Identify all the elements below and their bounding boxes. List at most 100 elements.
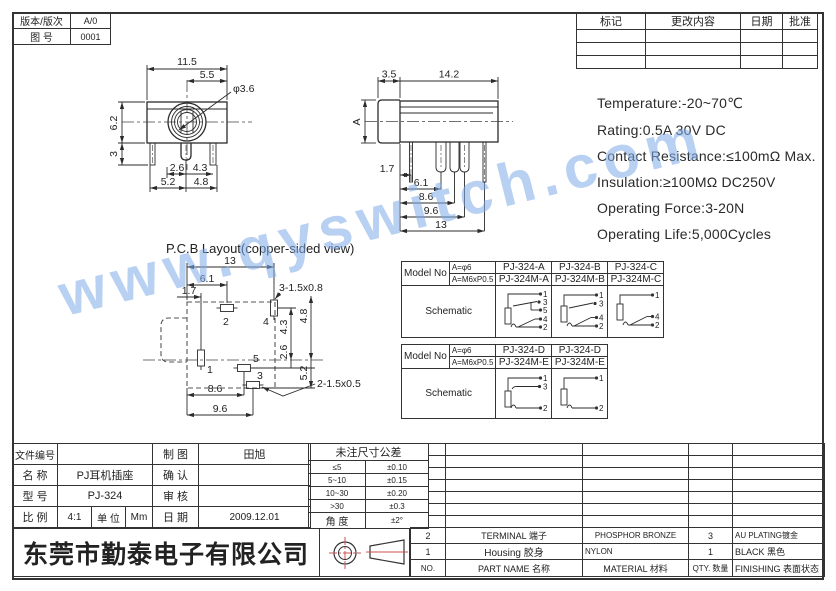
pin-number: 2 bbox=[543, 404, 548, 413]
drawing-no-label: 图 号 bbox=[12, 28, 71, 45]
company-cell: 东莞市勤泰电子有限公司 bbox=[12, 528, 320, 577]
part-qty: 1 bbox=[688, 543, 733, 560]
dim-label: 6.2 bbox=[108, 116, 120, 131]
dim-label: 1.7 bbox=[182, 285, 197, 297]
pad-number: 3 bbox=[257, 370, 263, 382]
part-no: 2 bbox=[410, 527, 446, 544]
schematic-label: Schematic bbox=[400, 285, 497, 338]
rev-cell bbox=[782, 55, 818, 69]
model-name: PJ-324M-E bbox=[551, 356, 609, 369]
rev-cell bbox=[740, 55, 783, 69]
rev-cell bbox=[782, 42, 818, 56]
tolerance-range: 角 度 bbox=[308, 512, 366, 529]
tolerance-table: 未注尺寸公差 ≤5 ±0.10 5~10 ±0.15 10~30 ±0.20 >… bbox=[308, 443, 429, 529]
part-finishing: BLACK 黑色 bbox=[732, 543, 825, 560]
empty-cell bbox=[428, 443, 446, 456]
model-name: PJ-324M-E bbox=[495, 356, 553, 369]
dim-label: 4.8 bbox=[194, 176, 209, 188]
company-name: 东莞市勤泰电子有限公司 bbox=[22, 540, 309, 569]
dim-label: 3 bbox=[108, 151, 120, 157]
schematic-label: Schematic bbox=[400, 368, 497, 419]
dim-label: 6.1 bbox=[414, 177, 429, 189]
empty-cell bbox=[428, 479, 446, 492]
empty-cell bbox=[582, 467, 689, 480]
tolerance-value: ±0.10 bbox=[365, 460, 429, 474]
pin-number: 1 bbox=[655, 291, 660, 300]
part-name-label: 名 称 bbox=[12, 464, 58, 486]
model-value: PJ-324 bbox=[57, 485, 153, 507]
pin-number: 3 bbox=[543, 298, 548, 307]
drawn-by-label: 制 图 bbox=[152, 443, 199, 465]
empty-cell bbox=[688, 467, 733, 480]
unit-label: 单 位 bbox=[91, 506, 126, 528]
file-no-label: 文件编号 bbox=[12, 443, 58, 465]
scale-label: 比 例 bbox=[12, 506, 58, 528]
part-finishing: AU PLATING镀金 bbox=[732, 527, 825, 544]
pin-number: 2 bbox=[655, 321, 660, 330]
empty-cell bbox=[688, 491, 733, 504]
dim-label: 5.2 bbox=[298, 366, 310, 381]
tolerance-value: ±0.3 bbox=[365, 499, 429, 513]
confirm-value bbox=[198, 464, 311, 486]
schematic-pj324d2: 1 2 bbox=[560, 374, 604, 413]
audit-value bbox=[198, 485, 311, 507]
version-value: A/0 bbox=[70, 12, 111, 29]
spec-contact-resistance: Contact Resistance:≤100mΩ Max. bbox=[597, 148, 816, 164]
empty-cell bbox=[445, 467, 583, 480]
model-name: PJ-324M-C bbox=[607, 273, 665, 286]
empty-cell bbox=[582, 515, 689, 528]
empty-cell bbox=[688, 443, 733, 456]
empty-cell bbox=[428, 515, 446, 528]
empty-cell bbox=[582, 479, 689, 492]
parts-table-empty-rows bbox=[428, 443, 825, 528]
part-name: Housing 胶身 bbox=[445, 543, 583, 560]
front-view-drawing: 11.5 5.5 φ3.6 6.2 3 2.6 4.3 5.2 4.8 bbox=[108, 56, 255, 192]
tolerance-value: ±0.15 bbox=[365, 473, 429, 487]
col-header-material: MATERIAL 材料 bbox=[582, 559, 689, 577]
schematic-cell: 1 4 2 bbox=[607, 285, 665, 338]
dim-label: 8.6 bbox=[419, 191, 434, 203]
date-label: 日 期 bbox=[152, 506, 199, 528]
col-header-qty: QTY. 数量 bbox=[688, 559, 733, 577]
spec-rating: Rating:0.5A 30V DC bbox=[597, 122, 726, 138]
empty-cell bbox=[732, 515, 825, 528]
drawn-by-value: 田旭 bbox=[198, 443, 311, 465]
file-no-value bbox=[57, 443, 153, 465]
drawing-no-value: 0001 bbox=[70, 28, 111, 45]
hole-callout: 3-1.5x0.8 bbox=[279, 282, 323, 294]
model-table-abc: Model No A=φ6 PJ-324-A PJ-324-B PJ-324-C… bbox=[400, 261, 665, 338]
schematic-pj324c: 1 4 2 bbox=[616, 291, 660, 330]
pin-number: 4 bbox=[599, 314, 604, 323]
model-no-label: Model No bbox=[401, 344, 450, 369]
model-name: PJ-324M-A bbox=[495, 273, 553, 286]
revision-table: 标记 更改内容 日期 批准 bbox=[576, 12, 818, 69]
pad-number: 1 bbox=[207, 364, 213, 376]
empty-cell bbox=[428, 455, 446, 468]
version-label: 版本/版次 bbox=[12, 12, 71, 29]
empty-cell bbox=[732, 455, 825, 468]
empty-cell bbox=[688, 455, 733, 468]
pin-number: 1 bbox=[599, 291, 604, 300]
dim-label: 1.7 bbox=[380, 163, 395, 175]
parts-table: 2 TERMINAL 端子 PHOSPHOR BRONZE 3 AU PLATI… bbox=[410, 527, 825, 577]
spec-temperature: Temperature:-20~70℃ bbox=[597, 95, 743, 111]
pin-number: 4 bbox=[655, 313, 660, 322]
pin-number: 1 bbox=[543, 290, 548, 299]
pin-number: 2 bbox=[543, 323, 548, 332]
spec-operating-life: Operating Life:5,000Cycles bbox=[597, 226, 772, 242]
scale-value: 4:1 bbox=[57, 506, 92, 528]
dim-label: 9.6 bbox=[213, 403, 228, 415]
variant-m6-label: A=M6xP0.5 bbox=[448, 273, 497, 286]
pin-number: 2 bbox=[599, 404, 604, 413]
model-name: PJ-324M-B bbox=[551, 273, 609, 286]
tolerance-range: ≤5 bbox=[308, 460, 366, 474]
empty-cell bbox=[445, 491, 583, 504]
pin-number: 1 bbox=[543, 374, 548, 383]
side-view-drawing: 3.5 14.2 A 1.7 6.1 8.6 9.6 13 bbox=[351, 69, 513, 234]
dim-label: 6.1 bbox=[200, 273, 215, 285]
empty-cell bbox=[428, 467, 446, 480]
part-material: PHOSPHOR BRONZE bbox=[582, 527, 689, 544]
dim-label: 2.6 bbox=[278, 345, 290, 360]
schematic-cell: 1 3 2 bbox=[495, 368, 553, 419]
variant-phi-label: A=φ6 bbox=[448, 344, 497, 357]
